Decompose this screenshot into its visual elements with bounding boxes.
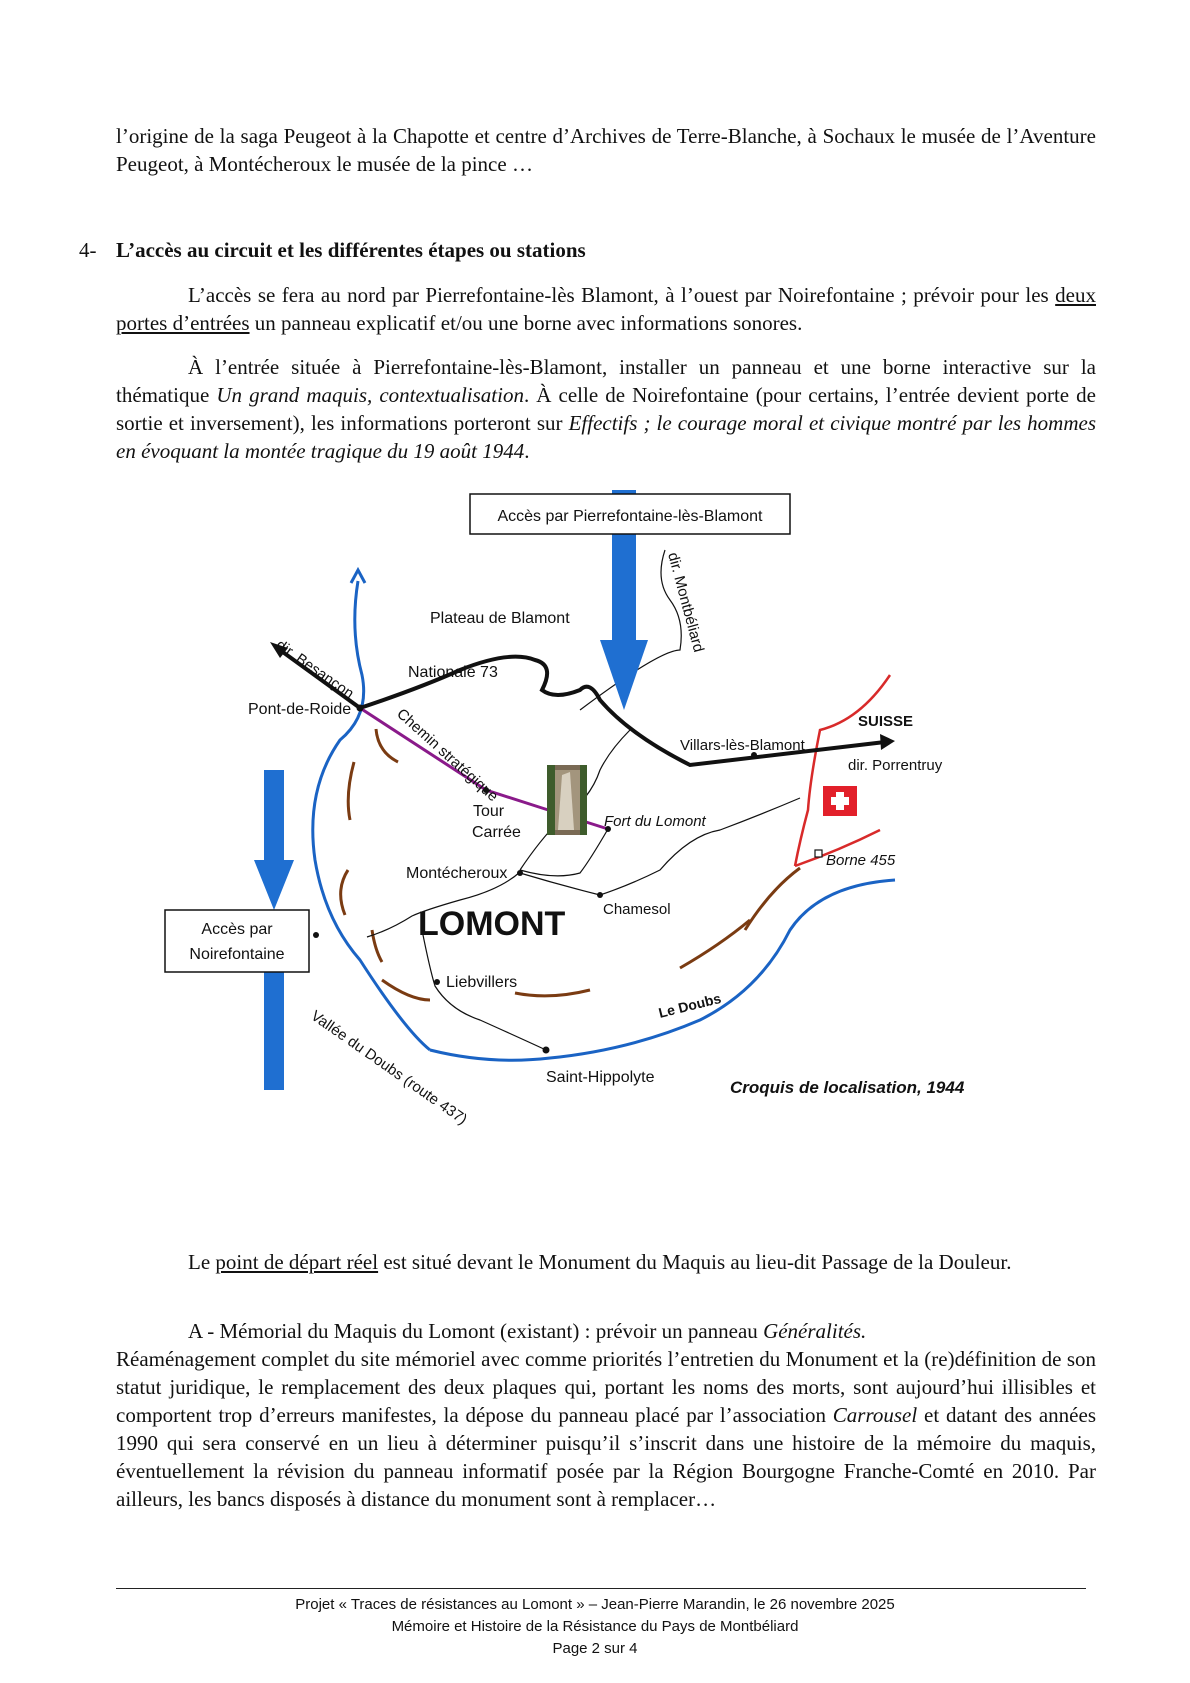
suisse-label: SUISSE [858,713,913,730]
access-paragraph: L’accès se fera au nord par Pierrefontai… [116,283,1096,335]
dir-montbeliard-label: dir. Montbéliard [664,551,707,654]
fort-label: Fort du Lomont [604,813,707,830]
plateau-label: Plateau de Blamont [430,610,570,627]
entry-paragraph: À l’entrée située à Pierrefontaine-lès-B… [116,355,1096,463]
tour-label-2: Carrée [472,824,521,841]
location-map: Accès par Pierrefontaine-lès-Blamont Acc… [164,490,965,1128]
section-number: 4- [79,238,97,262]
town-dots [313,704,757,1054]
tour-label-1: Tour [473,803,505,820]
ridge-8 [743,866,801,931]
swiss-flag-icon [823,786,857,816]
swiss-border-south [794,828,881,868]
underlined-phrase: deux portes d’entrées [116,283,1096,335]
west-access-label-2: Noirefontaine [189,946,284,963]
villars-label: Villars-lès-Blamont [680,737,806,754]
ridge-4 [370,929,384,963]
road-fort [519,828,609,877]
ridge-2 [346,761,356,821]
porrentruy-arrowhead [880,734,895,750]
ridge-5 [381,978,431,1002]
north-access-box [469,493,791,535]
west-access-label-1: Accès par [201,921,273,938]
chemin-label: Chemin stratégique [393,705,501,805]
nationale-label: Nationale 73 [408,664,498,681]
montecheroux-label: Montécheroux [406,865,507,882]
vallee-label: Vallée du Doubs (route 437) [308,1007,471,1128]
west-access-box [164,909,310,973]
chamesol-label: Chamesol [603,901,671,918]
pont-de-roide-label: Pont-de-Roide [248,701,351,718]
ridge-3 [339,869,350,916]
river-doubs [429,878,896,1062]
underlined-phrase: point de départ réel [215,1250,379,1274]
section-title: L’accès au circuit et les différentes ét… [116,238,586,262]
west-access-arrow-top [254,770,294,910]
memorial-paragraph: A - Mémorial du Maquis du Lomont (exista… [116,1319,1096,1511]
road-montecheroux [366,871,521,938]
river-north-arrow [349,566,367,584]
besancon-arrowhead [270,642,288,658]
road-liebvillers [421,929,547,1051]
ridge-6 [514,988,591,998]
dir-besancon-label: dir. Besançon [273,636,357,702]
borne-label: Borne 455 [826,852,896,869]
map-caption: Croquis de localisation, 1944 [730,1078,965,1097]
footer-organization: Mémoire et Histoire de la Résistance du … [391,1618,799,1635]
footer-rule [116,1588,1086,1589]
intro-paragraph: l’origine de la saga Peugeot à la Chapot… [116,124,1096,176]
ridge-7 [679,918,751,970]
borne-marker [814,849,823,858]
saint-hippolyte-label: Saint-Hippolyte [546,1069,655,1086]
north-access-label: Accès par Pierrefontaine-lès-Blamont [497,508,763,525]
page-number: Page 2 sur 4 [552,1640,638,1657]
river-west [311,580,431,1052]
lomont-label: LOMONT [418,905,566,943]
monument-photo [547,765,587,835]
road-chamesol [519,797,801,896]
start-paragraph: Le point de départ réel est situé devant… [188,1250,1012,1274]
dir-porrentruy-label: dir. Porrentruy [848,757,943,774]
doubs-label: Le Doubs [657,990,723,1021]
section-heading: 4- L’accès au circuit et les différentes … [79,236,1079,264]
footer-project: Projet « Traces de résistances au Lomont… [295,1596,895,1613]
road-nationale-73 [278,648,886,768]
ridge-1 [374,728,399,764]
liebvillers-label: Liebvillers [446,974,517,991]
swiss-border [793,674,892,867]
